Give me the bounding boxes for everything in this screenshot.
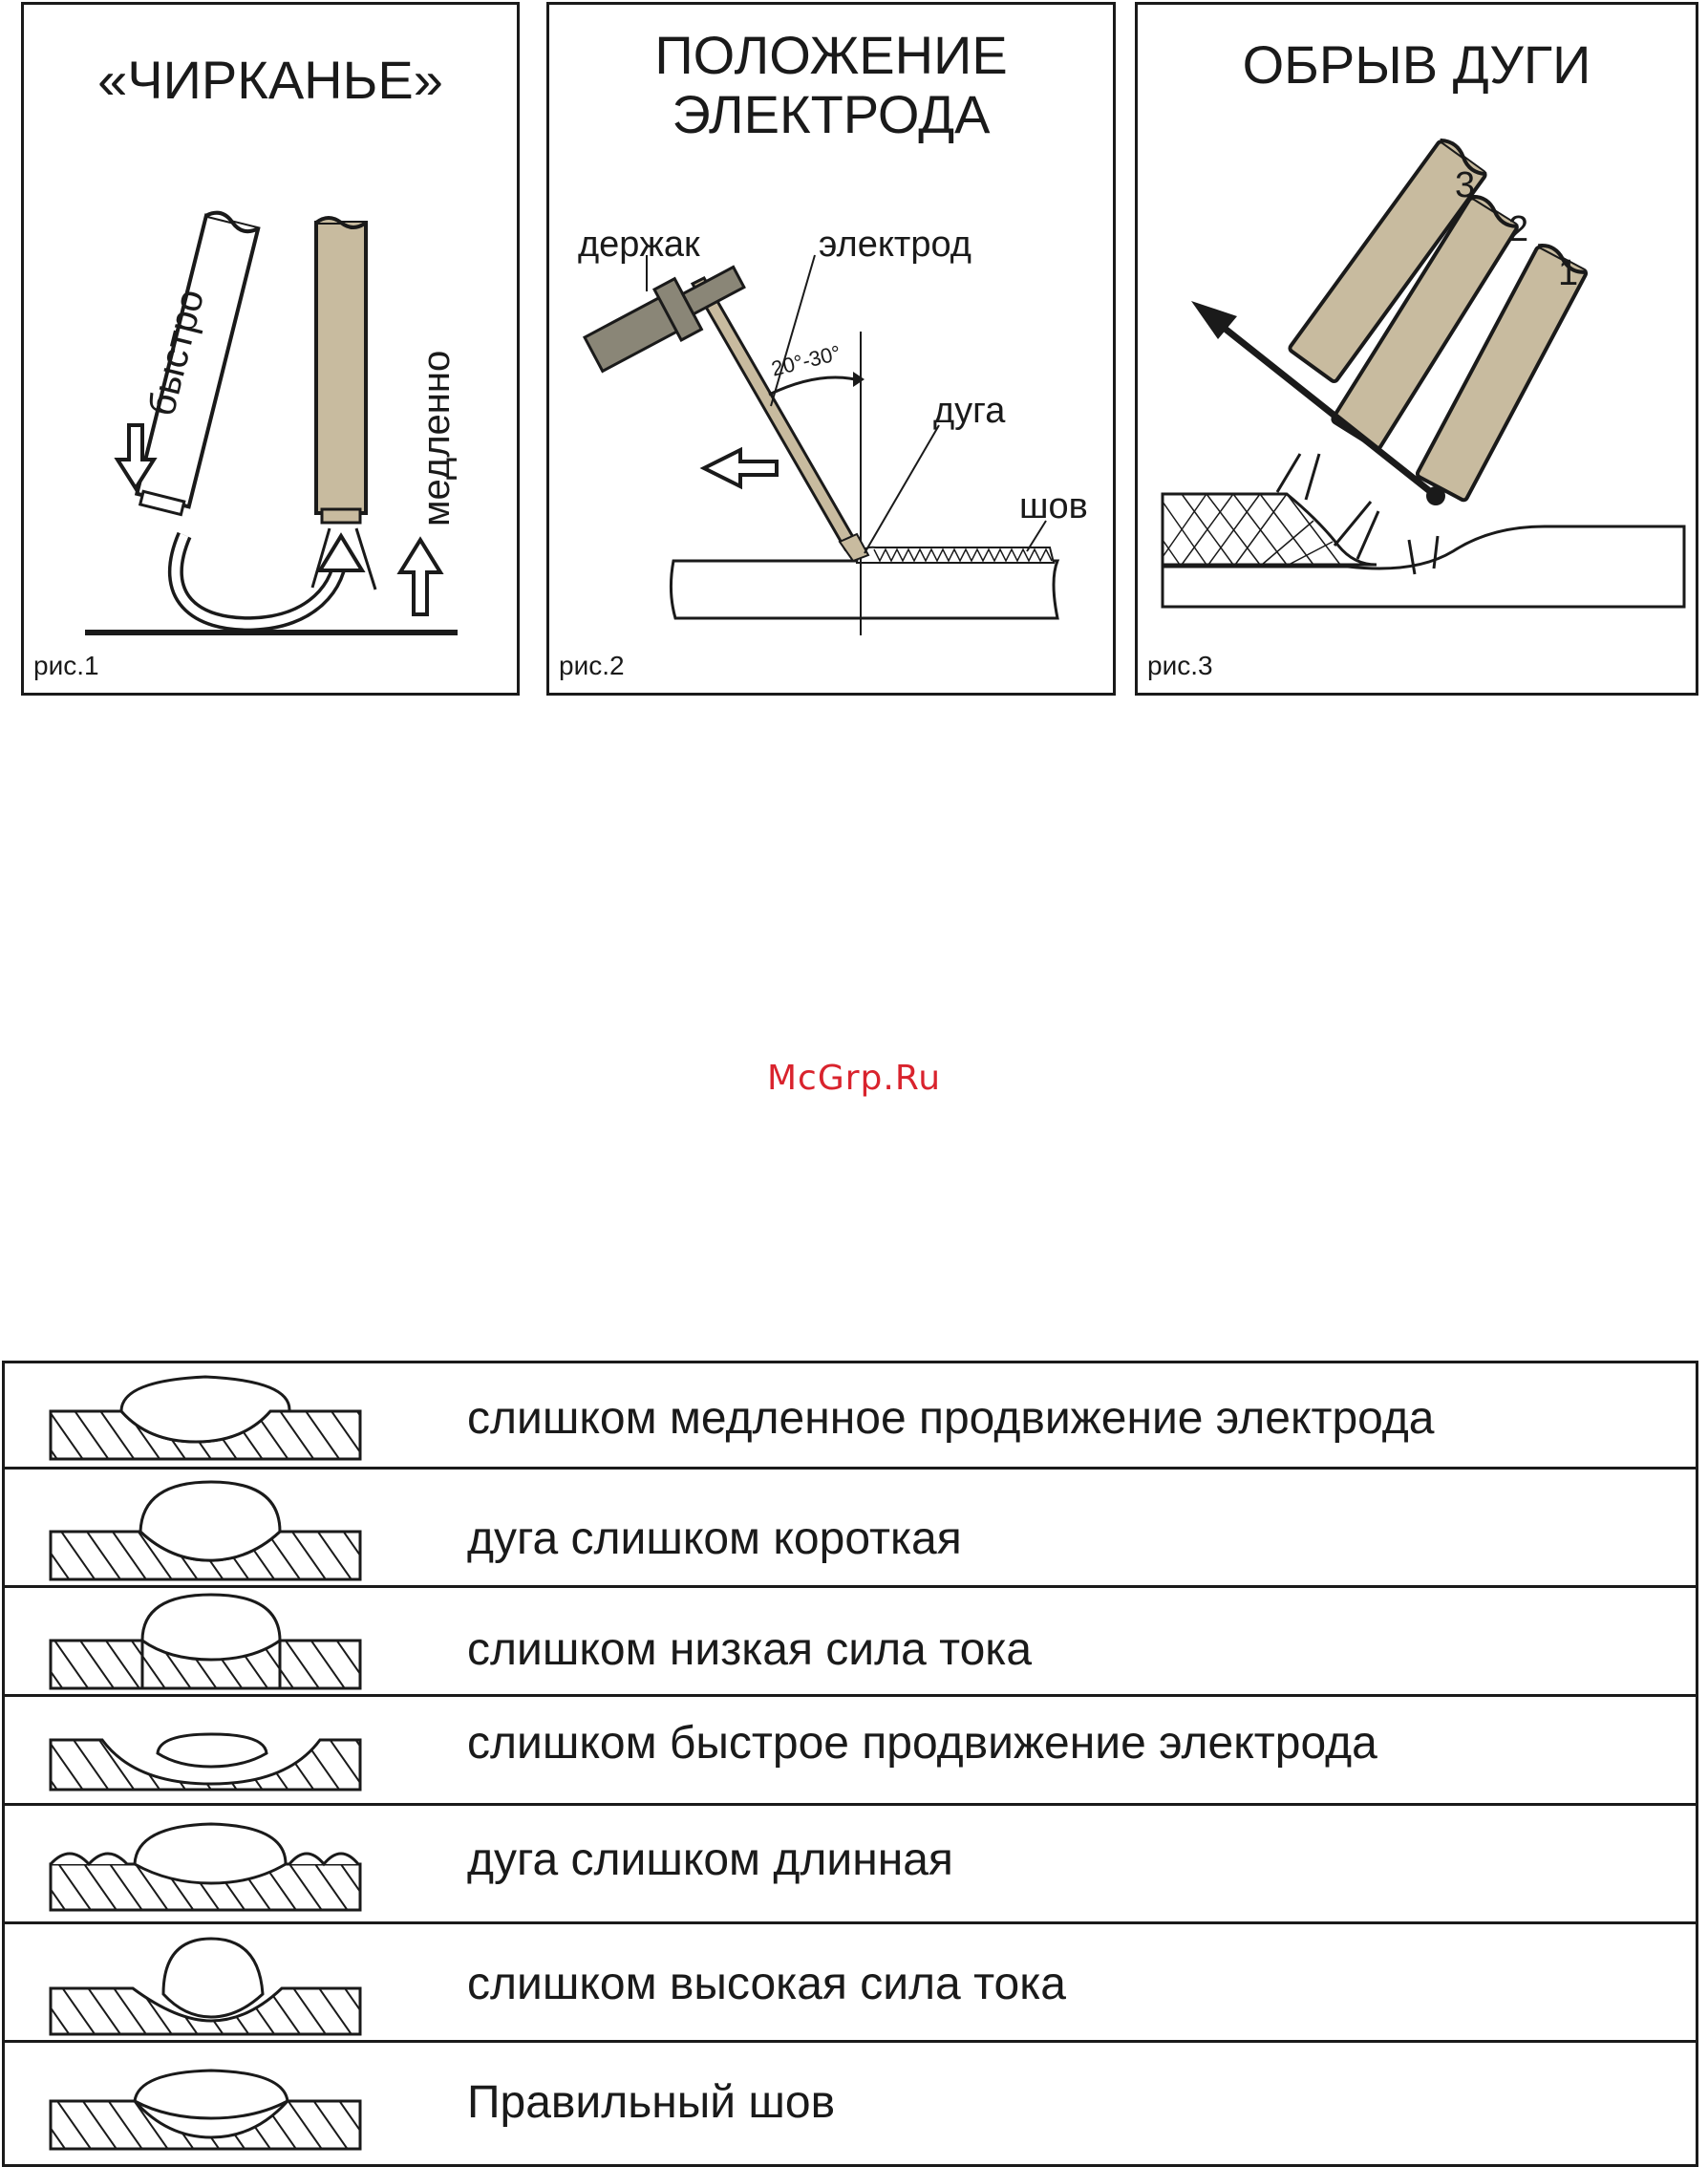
watermark-text: McGrp.Ru bbox=[766, 1059, 942, 1098]
row-text: слишком высокая сила тока bbox=[467, 1959, 1066, 2009]
label-arc: дуга bbox=[933, 391, 1006, 431]
electrode-slow bbox=[314, 221, 368, 515]
seam-profile-long-arc bbox=[49, 1822, 362, 1912]
label-seam: шов bbox=[1019, 486, 1088, 526]
seam-defects-table: слишком медленное продвижение электрода … bbox=[2, 1361, 1698, 2167]
table-row: Правильный шов bbox=[5, 2042, 1696, 2166]
label-number-2: 2 bbox=[1508, 209, 1529, 249]
panel-arc-break: ОБРЫВ ДУГИ 3 2 1 ри bbox=[1135, 2, 1698, 696]
figure-caption: рис.1 bbox=[33, 651, 99, 680]
row-text: дуга слишком короткая bbox=[467, 1513, 962, 1564]
table-row: слишком быстрое продвижение электрода bbox=[5, 1696, 1696, 1803]
panel-electrode-position: ПОЛОЖЕНИЕ ЭЛЕКТРОДА держак электрод 20°-… bbox=[546, 2, 1116, 696]
down-arrow-icon bbox=[114, 423, 158, 492]
striking-diagram bbox=[85, 210, 458, 635]
workpiece bbox=[669, 559, 1060, 620]
workpiece bbox=[1161, 494, 1686, 609]
electrode-3 bbox=[1288, 138, 1487, 384]
seam-profile-correct bbox=[49, 2069, 362, 2151]
row-text: Правильный шов bbox=[467, 2077, 836, 2128]
row-text: слишком медленное продвижение электрода bbox=[467, 1393, 1435, 1444]
direction-arrow-icon bbox=[699, 446, 779, 490]
seam-profile-high-current bbox=[49, 1937, 362, 2036]
figure-caption: рис.2 bbox=[559, 651, 625, 680]
row-text: дуга слишком длинная bbox=[467, 1834, 953, 1885]
panel-title: «ЧИРКАНЬЕ» bbox=[97, 50, 443, 110]
electrode-position-diagram bbox=[582, 254, 1060, 635]
electrode-fast bbox=[134, 210, 261, 517]
panel-title: ОБРЫВ ДУГИ bbox=[1242, 34, 1591, 95]
pull-direction-arrow bbox=[1211, 317, 1439, 499]
figure-caption: рис.3 bbox=[1147, 651, 1213, 680]
panel-title-line2: ЭЛЕКТРОДА bbox=[672, 84, 991, 144]
table-row: слишком низкая сила тока bbox=[5, 1587, 1696, 1694]
panel-title-line1: ПОЛОЖЕНИЕ bbox=[654, 25, 1008, 85]
row-text: слишком быстрое продвижение электрода bbox=[467, 1718, 1377, 1769]
seam-profile-low-current bbox=[49, 1593, 362, 1690]
label-number-1: 1 bbox=[1558, 253, 1579, 293]
up-arrow-icon bbox=[396, 536, 444, 616]
arc-break-diagram bbox=[1161, 138, 1686, 609]
seam-profile-slow-travel bbox=[49, 1375, 362, 1461]
weld-seam bbox=[1161, 492, 1377, 567]
panel-striking: «ЧИРКАНЬЕ» быстро медленно рис.1 bbox=[21, 2, 520, 696]
electrode-rod bbox=[690, 276, 860, 551]
table-row: дуга слишком короткая bbox=[5, 1469, 1696, 1585]
label-electrode: электрод bbox=[819, 225, 971, 265]
electrode-holder bbox=[582, 265, 746, 374]
label-number-3: 3 bbox=[1455, 165, 1476, 205]
label-slow: медленно bbox=[416, 350, 458, 526]
label-holder: держак bbox=[578, 225, 700, 265]
table-row: дуга слишком длинная bbox=[5, 1805, 1696, 1921]
row-text: слишком низкая сила тока bbox=[467, 1624, 1033, 1675]
table-row: слишком медленное продвижение электрода bbox=[5, 1363, 1696, 1467]
seam-profile-fast-travel bbox=[49, 1732, 362, 1792]
table-row: слишком высокая сила тока bbox=[5, 1923, 1696, 2040]
seam-profile-short-arc bbox=[49, 1480, 362, 1581]
angle-arc bbox=[768, 375, 856, 397]
